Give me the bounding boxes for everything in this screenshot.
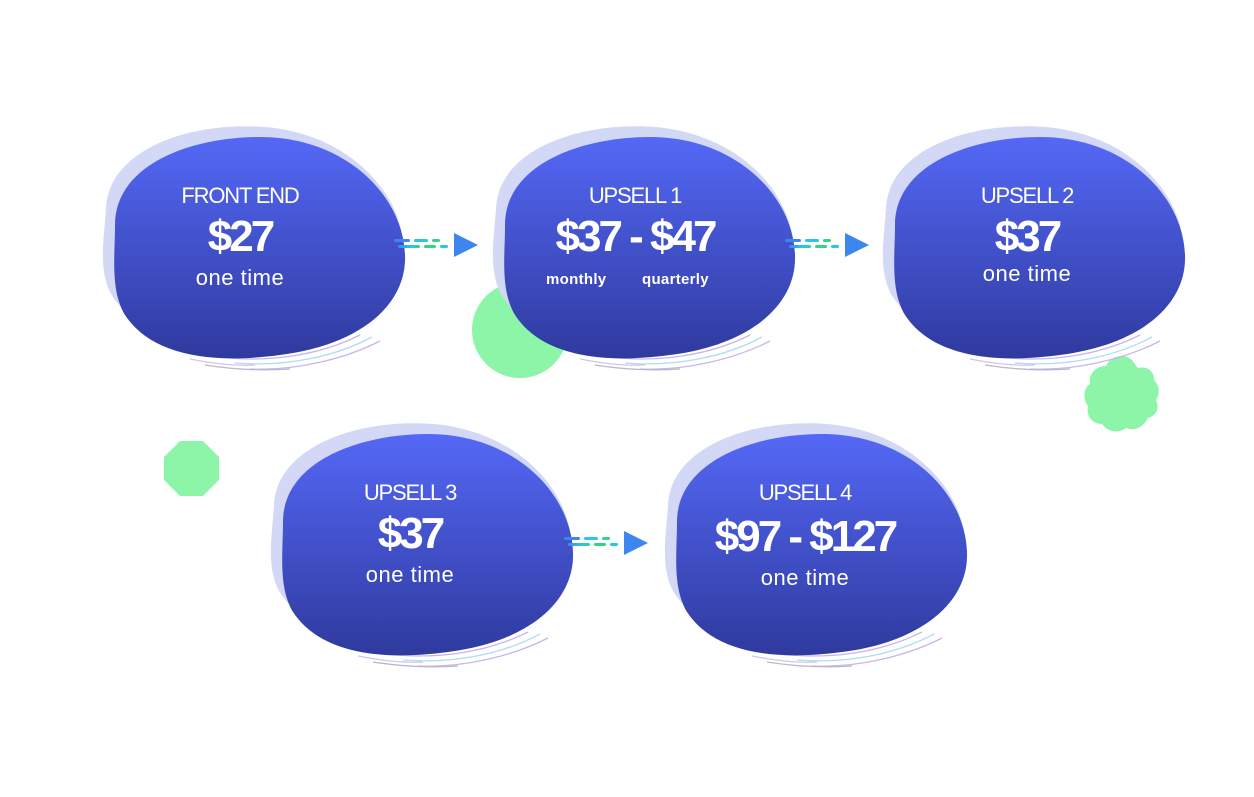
decor-green-octagon	[164, 441, 219, 496]
step-price: $37 - $47	[555, 212, 718, 261]
step-upsell-4: UPSELL 4 $97 - $127 one time	[690, 480, 920, 591]
price-period-monthly: monthly	[546, 271, 607, 288]
step-price: $37	[377, 509, 445, 558]
step-title: FRONT END	[181, 183, 299, 208]
step-price: $37	[994, 212, 1062, 261]
step-title: UPSELL 1	[588, 183, 683, 208]
step-title: UPSELL 2	[980, 183, 1075, 208]
price-period-quarterly: quarterly	[642, 271, 709, 288]
step-note: one time	[982, 261, 1072, 286]
flow-arrow-3	[564, 531, 648, 555]
step-note: one time	[195, 265, 285, 290]
step-title: UPSELL 3	[363, 480, 458, 505]
step-upsell-2: UPSELL 2 $37 one time	[937, 183, 1117, 287]
step-upsell-3: UPSELL 3 $37 one time	[320, 480, 500, 588]
decor-green-flower	[1084, 356, 1159, 432]
step-price: $27	[207, 212, 275, 261]
step-note: one time	[760, 565, 850, 590]
step-title: UPSELL 4	[758, 480, 853, 505]
step-price: $97 - $127	[714, 512, 898, 561]
step-upsell-1: UPSELL 1 $37 - $47	[520, 183, 750, 259]
flow-arrow-1	[394, 233, 478, 257]
flow-arrow-2	[785, 233, 869, 257]
step-front-end: FRONT END $27 one time	[150, 183, 330, 291]
step-note: one time	[365, 562, 455, 587]
